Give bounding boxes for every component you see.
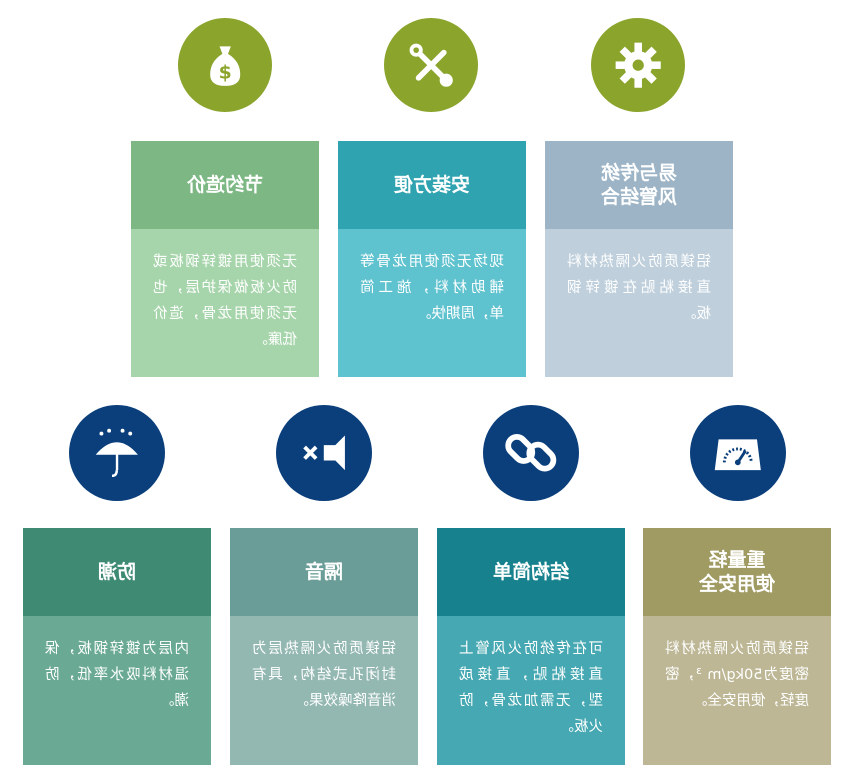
card-text: 铝镁质防火隔热层为封闭孔式结构，具有消音降噪效果。 bbox=[252, 641, 396, 709]
card-moisture-proof: 防潮 内层为镀锌钢板，保温材料吸水率低，防潮。 bbox=[23, 528, 211, 765]
card-simple-structure: 结构简单 可在传统防火风管上直接粘贴，直接成型，无需加龙骨，防火板。 bbox=[437, 528, 625, 765]
card-soundproof: 隔音 铝镁质防火隔热层为封闭孔式结构，具有消音降噪效果。 bbox=[230, 528, 418, 765]
card-combine-duct: 易与传统 风管结合 铝镁质防火隔热材料直接粘贴在镀锌钢板。 bbox=[545, 141, 733, 377]
card-title: 结构简单 bbox=[492, 561, 569, 583]
tools-icon bbox=[384, 18, 478, 112]
card-title: 防潮 bbox=[97, 561, 136, 583]
card-title: 隔音 bbox=[304, 561, 343, 583]
umbrella-rain-icon bbox=[69, 405, 165, 501]
money-bag-icon: $ bbox=[178, 18, 272, 112]
card-title: 节约造价 bbox=[186, 174, 263, 196]
scale-gauge-icon bbox=[690, 405, 786, 501]
card-cost-saving: 节约造价 无须使用镀锌钢板或防火板做保护层，也无须使用龙骨，造价低廉。 bbox=[131, 141, 319, 377]
chain-link-icon bbox=[483, 405, 579, 501]
card-title: 安装方便 bbox=[393, 174, 470, 196]
mute-speaker-icon bbox=[276, 405, 372, 501]
card-text: 铝镁质防火隔热材料直接粘贴在镀锌钢板。 bbox=[567, 254, 711, 322]
card-text: 可在传统防火风管上直接粘贴，直接成型，无需加龙骨，防火板。 bbox=[459, 641, 603, 735]
card-easy-install: 安装方便 现场无须使用龙骨等辅助材料，施工简单，周期快。 bbox=[338, 141, 526, 377]
card-text: 铝镁质防火隔热材料密度为50kg/m ³，密度轻，使用安全。 bbox=[665, 641, 809, 709]
card-title: 易与传统 风管结合 bbox=[600, 162, 677, 208]
card-lightweight-safe: 重量轻 使用安全 铝镁质防火隔热材料密度为50kg/m ³，密度轻，使用安全。 bbox=[643, 528, 831, 765]
card-title: 重量轻 使用安全 bbox=[698, 549, 775, 595]
card-text: 现场无须使用龙骨等辅助材料，施工简单，周期快。 bbox=[360, 254, 504, 322]
svg-text:$: $ bbox=[218, 62, 231, 83]
card-text: 内层为镀锌钢板，保温材料吸水率低，防潮。 bbox=[45, 641, 189, 709]
card-text: 无须使用镀锌钢板或防火板做保护层，也无须使用龙骨，造价低廉。 bbox=[153, 254, 297, 348]
gear-icon bbox=[591, 18, 685, 112]
